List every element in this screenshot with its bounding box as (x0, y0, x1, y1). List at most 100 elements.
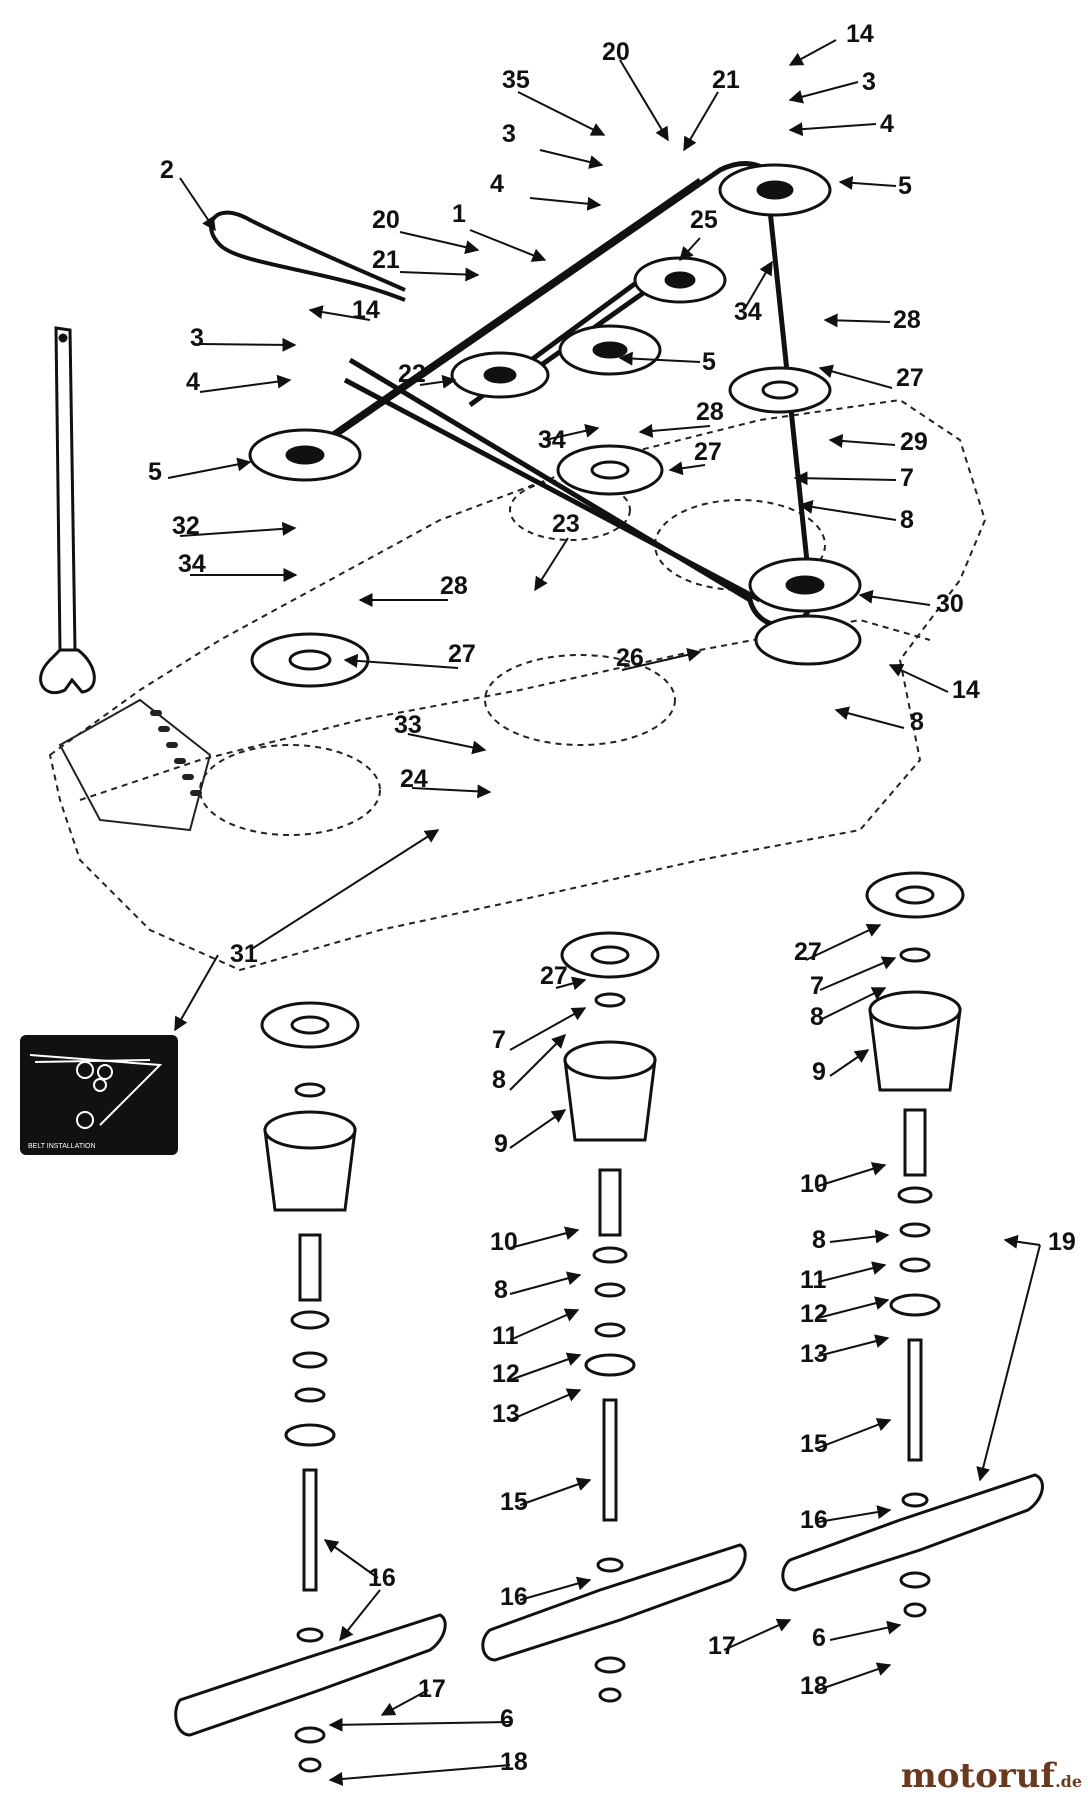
callout-label: 7 (810, 972, 824, 1000)
callout-label: 15 (800, 1430, 828, 1458)
callout-label: 34 (178, 550, 206, 578)
callout-label: 27 (896, 364, 924, 392)
leader-line (817, 1296, 890, 1319)
leader-line (798, 500, 897, 521)
leader-line (858, 589, 931, 606)
callout-label: 2 (160, 156, 174, 184)
callout-label: 8 (812, 1226, 826, 1254)
leader-line (539, 149, 604, 169)
leader-line (829, 1049, 870, 1077)
callout-label: 20 (602, 38, 630, 66)
watermark-suffix: .de (1055, 1772, 1082, 1791)
leader-line (829, 1620, 902, 1641)
leader-line (519, 1576, 592, 1601)
callout-label: 3 (862, 68, 876, 96)
leader-line (509, 1352, 582, 1381)
callout-label: 11 (800, 1266, 827, 1294)
spindle-stack-right (889, 947, 941, 1618)
callout-label: 12 (492, 1360, 520, 1388)
callout-label: 10 (490, 1228, 518, 1256)
blades (174, 1473, 1044, 1737)
leader-line (834, 706, 905, 729)
leader-line (469, 229, 547, 262)
leader-line (819, 987, 887, 1021)
callout-label: 34 (538, 426, 566, 454)
leader-line (638, 423, 711, 438)
leader-line (519, 1477, 592, 1506)
discharge-chute (58, 698, 212, 832)
pulleys (248, 163, 862, 666)
leader-line (679, 237, 701, 262)
leader-line (1003, 1234, 1041, 1249)
leader-line (339, 1589, 381, 1642)
leader-line (828, 433, 896, 448)
leader-line (683, 91, 719, 152)
callout-label: 4 (880, 110, 894, 138)
leader-line (619, 59, 669, 142)
leader-line (308, 305, 371, 321)
callout-label: 4 (490, 170, 504, 198)
callout-label: 12 (800, 1300, 828, 1328)
callout-label: 13 (800, 1340, 828, 1368)
callout-label: 25 (690, 206, 718, 234)
leader-line (817, 1505, 892, 1523)
leader-line (743, 260, 773, 311)
leader-line (788, 122, 877, 137)
flange-plates (250, 366, 965, 1049)
leader-line (328, 1717, 511, 1732)
callout-label: 9 (812, 1058, 826, 1086)
callout-label: 21 (372, 246, 400, 274)
callout-label: 16 (500, 1583, 528, 1611)
callout-label: 3 (502, 120, 516, 148)
callout-label: 3 (190, 324, 204, 352)
callout-label: 13 (492, 1400, 520, 1428)
callout-label: 10 (800, 1170, 828, 1198)
callout-label: 18 (500, 1748, 528, 1776)
leader-line (805, 924, 882, 961)
leader-line (818, 364, 893, 389)
callout-label: 5 (898, 172, 912, 200)
leader-line (419, 374, 457, 389)
callout-label: 14 (952, 676, 980, 704)
leader-line (380, 1689, 429, 1716)
callout-label: 23 (552, 510, 580, 538)
callout-label: 26 (616, 644, 644, 672)
leader-line (788, 39, 837, 66)
callout-label: 8 (910, 708, 924, 736)
callout-label: 8 (492, 1066, 506, 1094)
leader-line (509, 1034, 566, 1091)
callout-label: 1 (452, 200, 466, 228)
callout-label: 18 (800, 1672, 828, 1700)
leader-line (723, 1618, 792, 1651)
callout-label: 28 (696, 398, 724, 426)
leader-line (509, 1271, 582, 1295)
leader-line (838, 175, 897, 190)
leader-line (621, 648, 702, 671)
leader-line (167, 457, 252, 479)
leader-line (509, 1007, 587, 1051)
callout-label: 14 (846, 20, 874, 48)
leader-line (788, 81, 859, 104)
callout-label: 17 (708, 1632, 736, 1660)
leader-line (509, 1109, 567, 1149)
leader-line (817, 1162, 887, 1187)
leader-line (517, 91, 606, 136)
leader-line (888, 663, 949, 693)
leader-line (411, 784, 492, 799)
mower-deck (48, 398, 987, 972)
leader-line (534, 537, 569, 592)
leader-line (199, 337, 297, 352)
callout-label: 8 (900, 506, 914, 534)
callout-labels: 14 3 4 5 20 21 35 3 4 2 1 20 21 25 14 3 … (148, 20, 1076, 1776)
callout-label: 7 (900, 464, 914, 492)
leader-line (179, 177, 216, 232)
spindle-stack-center (584, 992, 636, 1703)
leader-line (817, 1334, 890, 1357)
leader-line (817, 1418, 892, 1449)
callout-label: 20 (372, 206, 400, 234)
leader-line (529, 196, 602, 211)
watermark: motoruf.de (901, 1756, 1082, 1796)
leader-line (509, 1226, 580, 1249)
leader-line (555, 976, 587, 991)
